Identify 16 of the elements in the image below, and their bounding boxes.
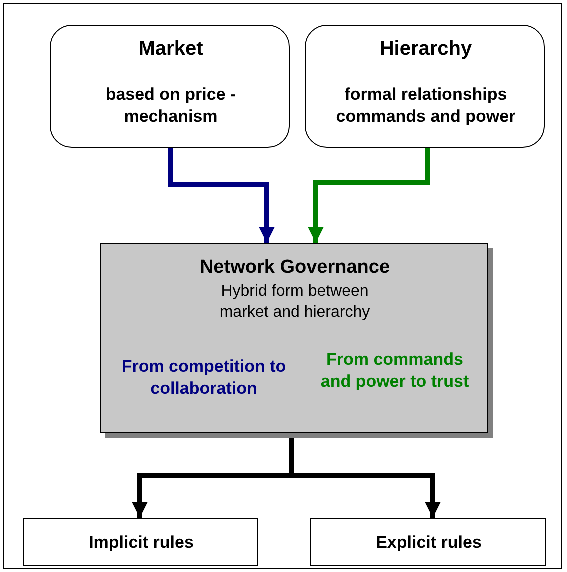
node-title: Market <box>138 37 204 62</box>
node-title: Explicit rules <box>375 532 483 554</box>
process-box <box>23 518 258 566</box>
rounded-box <box>305 25 545 148</box>
node-description: based on price - mechanism <box>104 84 238 128</box>
node-description: Hybrid form between market and hierarchy <box>218 282 372 323</box>
note-text: From commands and power to trust <box>320 349 470 394</box>
arrow <box>168 148 275 243</box>
node-title: Hierarchy <box>378 37 474 62</box>
node-title: Implicit rules <box>88 532 195 554</box>
note-text: From competition to collaboration <box>120 356 288 400</box>
rounded-box <box>50 25 290 148</box>
process-box <box>310 518 546 566</box>
node-description: formal relationships commands and power <box>335 84 517 128</box>
node-title: Network Governance <box>198 256 392 280</box>
arrow <box>308 148 430 243</box>
